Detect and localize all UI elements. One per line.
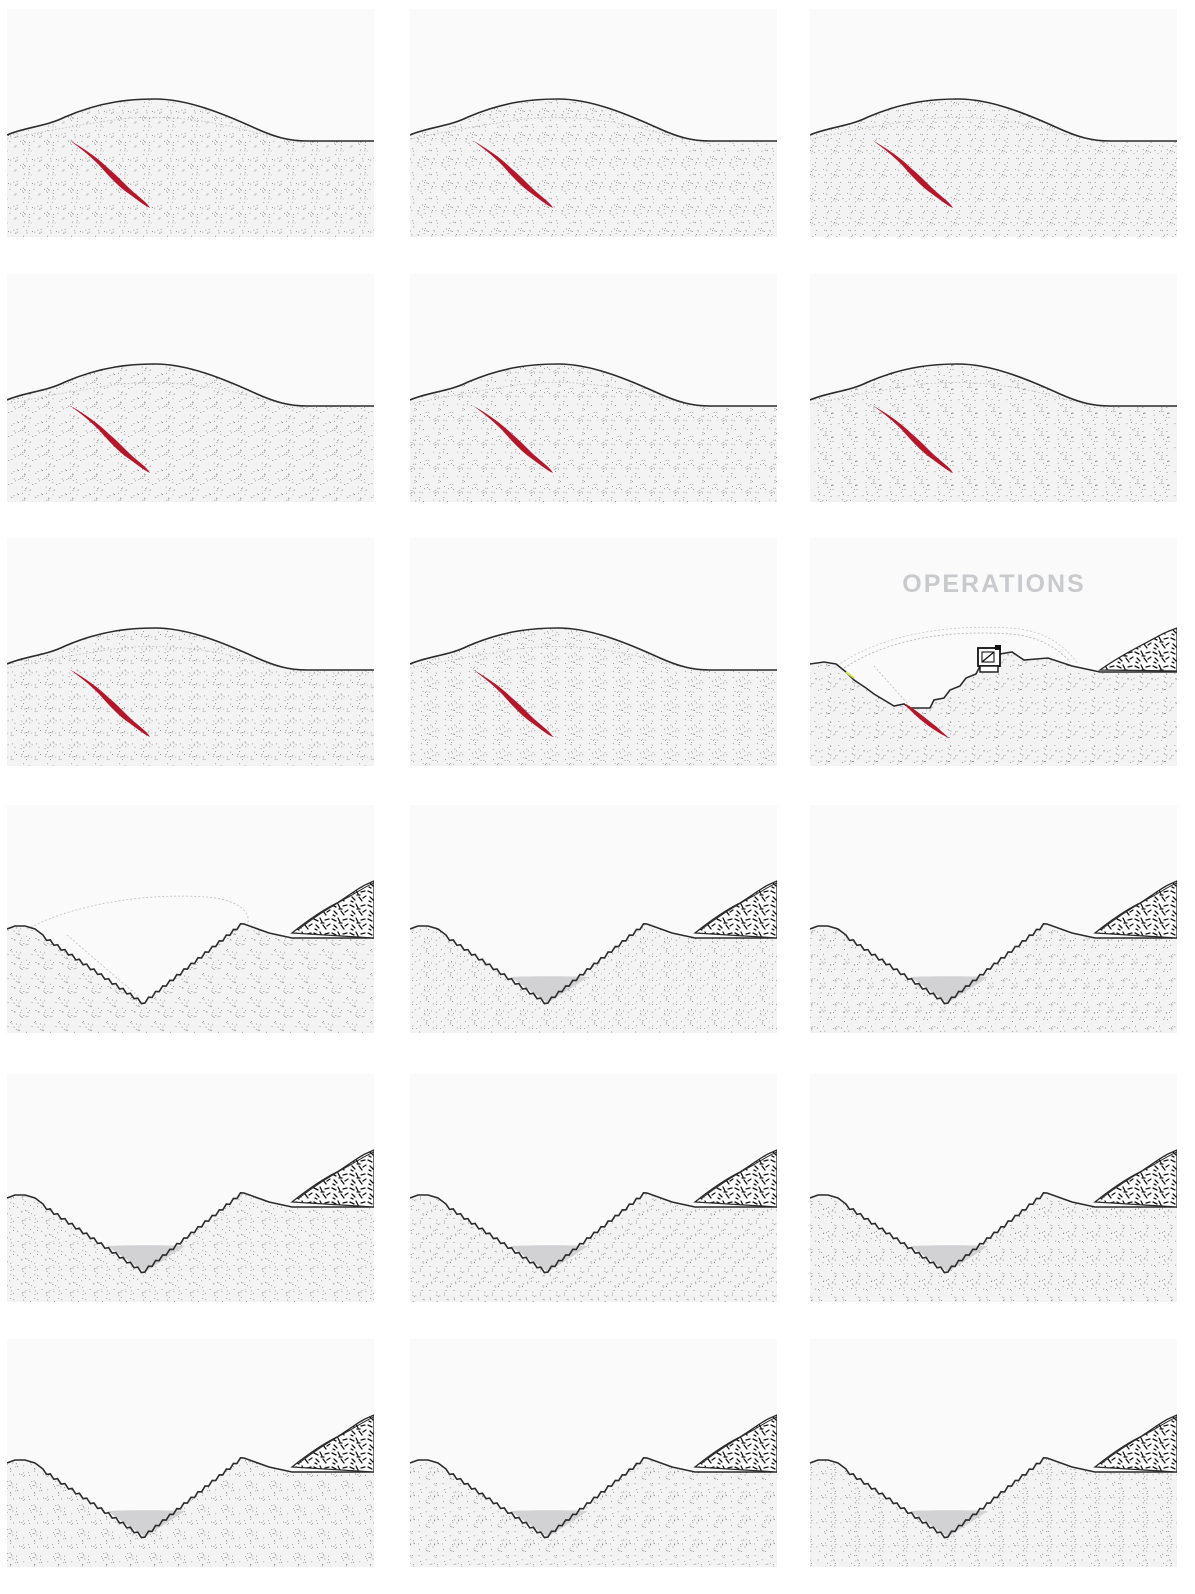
stage-panel-undisturbed-ore-body [7, 274, 374, 502]
pit-profile-line [410, 1191, 777, 1274]
cross-section-diagram [7, 1074, 374, 1302]
pit-profile-line [810, 651, 1177, 709]
cross-section-diagram [410, 1339, 777, 1567]
stage-panel-pit-lake-with-waste-pile [810, 1339, 1177, 1567]
cross-section-diagram: OPERATIONS [810, 538, 1177, 766]
ore-body [472, 140, 553, 208]
ground-surface-line [7, 363, 374, 407]
stage-panel-pit-lake-with-waste-pile [810, 805, 1177, 1033]
pit-profile-line [410, 1456, 777, 1539]
cross-section-diagram [7, 1339, 374, 1567]
cross-section-diagram [810, 274, 1177, 502]
ore-body [872, 140, 953, 208]
stage-panel-undisturbed-ore-body [410, 274, 777, 502]
stage-panel-excavated-pit-with-waste-pile [7, 805, 374, 1033]
ground-surface-line [7, 98, 374, 142]
pit-lake [107, 1510, 185, 1537]
cross-section-diagram [410, 805, 777, 1033]
pit-profile-line [7, 1456, 374, 1539]
ground-surface-line [410, 98, 777, 142]
stage-panel-pit-lake-with-waste-pile [410, 1339, 777, 1567]
pit-lake [510, 976, 588, 1003]
cross-section-diagram [7, 538, 374, 766]
stage-panel-undisturbed-ore-body [7, 538, 374, 766]
stage-panel-undisturbed-ore-body [410, 538, 777, 766]
ore-body [69, 405, 150, 473]
ore-body [872, 405, 953, 473]
stage-panel-pit-lake-with-waste-pile [410, 1074, 777, 1302]
stage-panel-undisturbed-ore-body [810, 274, 1177, 502]
pit-profile-line [810, 1456, 1177, 1539]
pit-profile-line [7, 922, 374, 1005]
ore-body-remnant [906, 704, 949, 738]
pit-lake [107, 1245, 185, 1272]
ore-body [472, 669, 553, 737]
stage-panel-pit-lake-with-waste-pile [7, 1339, 374, 1567]
stage-panel-undisturbed-ore-body [810, 9, 1177, 237]
ore-body [69, 140, 150, 208]
pit-lake [910, 1245, 988, 1272]
pit-profile-line [810, 922, 1177, 1005]
cross-section-diagram [410, 274, 777, 502]
stage-panel-undisturbed-ore-body [7, 9, 374, 237]
ground-surface-line [410, 627, 777, 671]
cross-section-diagram [410, 9, 777, 237]
pit-lake [510, 1245, 588, 1272]
waste-rock-pile [1097, 627, 1177, 672]
ore-body [69, 669, 150, 737]
ground-surface-line [810, 363, 1177, 407]
pit-lake [910, 976, 988, 1003]
cross-section-diagram [7, 274, 374, 502]
pit-profile-line [410, 922, 777, 1005]
stage-panel-operations: OPERATIONS [810, 538, 1177, 766]
cross-section-diagram [7, 805, 374, 1033]
operations-label: OPERATIONS [902, 570, 1085, 598]
cross-section-diagram [810, 1339, 1177, 1567]
pit-profile-line [7, 1191, 374, 1274]
cross-section-diagram [810, 1074, 1177, 1302]
cross-section-diagram [7, 9, 374, 237]
stage-panel-pit-lake-with-waste-pile [410, 805, 777, 1033]
ground-surface-line [7, 627, 374, 671]
stage-panel-pit-lake-with-waste-pile [7, 1074, 374, 1302]
ground-surface-line [410, 363, 777, 407]
cross-section-diagram [410, 538, 777, 766]
cross-section-diagram [410, 1074, 777, 1302]
cross-section-diagram [810, 805, 1177, 1033]
pit-lake [910, 1510, 988, 1537]
ore-body [472, 405, 553, 473]
stage-panel-undisturbed-ore-body [410, 9, 777, 237]
ground-surface-line [810, 98, 1177, 142]
stage-panel-pit-lake-with-waste-pile [810, 1074, 1177, 1302]
mining-machine-icon [977, 645, 1001, 673]
cross-section-diagram [810, 9, 1177, 237]
pit-lake [510, 1510, 588, 1537]
pit-profile-line [810, 1191, 1177, 1274]
